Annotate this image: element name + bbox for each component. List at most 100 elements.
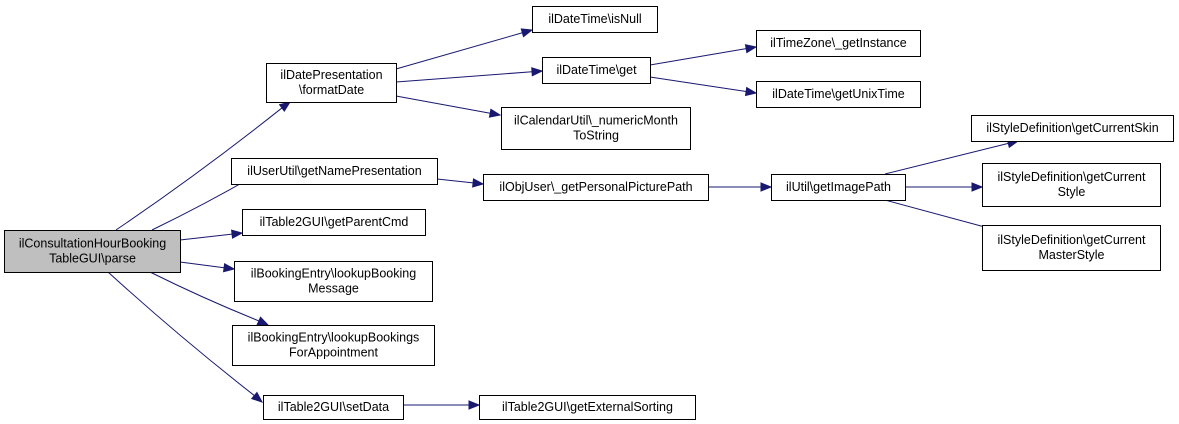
node-formatDate[interactable]: ilDatePresentation\formatDate [266,63,397,103]
arrowhead [231,229,244,239]
node-label: ToString [573,129,619,143]
node-label: ilBookingEntry\lookupBooking [251,267,416,281]
node-box[interactable] [231,158,438,185]
arrowhead [468,400,481,410]
node-box[interactable] [982,225,1161,271]
edge-line [179,261,225,269]
node-label: ilUtil\getImagePath [786,180,891,194]
arrowhead [744,86,758,97]
node-getParentCmd[interactable]: ilTable2GUI\getParentCmd [242,209,426,236]
arrowhead [222,262,236,273]
arrowhead [488,108,502,118]
node-getImagePath[interactable]: ilUtil\getImagePath [771,174,906,201]
edge-line [115,107,283,231]
arrowhead [520,28,534,38]
node-box[interactable] [263,395,404,420]
node-label: Style [1058,185,1086,199]
node-label: ilUserUtil\getNamePresentation [247,164,421,178]
arrowhead [256,316,270,326]
edge-line [395,95,491,114]
node-box[interactable] [542,57,651,84]
node-label: ilDatePresentation [280,68,382,82]
node-label: ilDateTime\getUnixTime [772,87,904,101]
node-setData[interactable]: ilTable2GUI\setData [263,395,404,420]
node-isNull[interactable]: ilDateTime\isNull [532,6,658,33]
edge-formatDate-to-dtGet [395,67,544,83]
node-box[interactable] [771,174,906,201]
edge-formatDate-to-isNull [395,28,534,70]
node-label: ilStyleDefinition\getCurrent [998,233,1147,247]
node-box[interactable] [532,6,658,33]
arrowhead [250,391,264,403]
edge-line [149,271,260,322]
node-label: ilConsultationHourBooking [19,237,166,251]
node-label: ilStyleDefinition\getCurrentSkin [986,121,1158,135]
node-label: ilTable2GUI\getParentCmd [260,215,409,229]
arrowhead [760,182,773,192]
node-box[interactable] [982,163,1161,207]
edge-personalPicture-to-getImagePath [707,182,773,192]
node-box[interactable] [501,107,691,150]
edge-line [884,142,1009,175]
edge-root-to-lookupBookingsForAppointment [149,271,270,326]
edge-getImagePath-to-currentStyle [904,182,984,192]
node-box[interactable] [4,230,181,273]
edge-line [649,76,747,93]
edge-getNamePresentation-to-personalPicture [436,178,485,188]
node-externalSorting[interactable]: ilTable2GUI\getExternalSorting [479,395,696,420]
edge-line [436,178,474,184]
node-box[interactable] [756,81,921,108]
node-box[interactable] [242,209,426,236]
node-label: Message [308,282,359,296]
node-box[interactable] [756,30,921,57]
edge-line [649,48,747,66]
node-box[interactable] [232,325,435,366]
node-label: ForAppointment [289,346,378,360]
node-getNamePresentation[interactable]: ilUserUtil\getNamePresentation [231,158,438,185]
edge-formatDate-to-numericMonth [395,95,502,118]
arrowhead [278,101,292,113]
node-box[interactable] [234,261,433,302]
node-label: MasterStyle [1039,248,1105,262]
node-label: ilStyleDefinition\getCurrent [998,170,1147,184]
node-box[interactable] [971,115,1174,142]
node-personalPicture[interactable]: ilObjUser\_getPersonalPicturePath [483,174,709,201]
node-label: ilDateTime\isNull [548,12,641,26]
node-getInstance[interactable]: ilTimeZone\_getInstance [756,30,921,57]
node-lookupBookingsForAppointment[interactable]: ilBookingEntry\lookupBookingsForAppointm… [232,325,435,366]
nodes-layer: ilConsultationHourBookingTableGUI\parsei… [4,6,1174,420]
node-box[interactable] [266,63,397,103]
node-dtGet[interactable]: ilDateTime\get [542,57,651,84]
edge-dtGet-to-getUnixTime [649,76,758,97]
node-getUnixTime[interactable]: ilDateTime\getUnixTime [756,81,921,108]
edge-dtGet-to-getInstance [649,44,758,66]
arrowhead [472,178,485,188]
node-label: ilTable2GUI\getExternalSorting [502,400,673,414]
node-label: ilTimeZone\_getInstance [770,36,906,50]
node-label: ilDateTime\get [556,63,637,77]
edge-root-to-getParentCmd [179,229,244,241]
node-box[interactable] [483,174,709,201]
node-label: \formatDate [299,83,364,97]
node-currentSkin[interactable]: ilStyleDefinition\getCurrentSkin [971,115,1174,142]
node-label: ilObjUser\_getPersonalPicturePath [499,180,692,194]
edge-root-to-setData [107,271,264,403]
node-box[interactable] [479,395,696,420]
node-label: ilBookingEntry\lookupBookings [248,331,420,345]
node-label: TableGUI\parse [49,252,136,266]
edge-line [395,32,523,70]
edge-line [395,71,533,83]
arrowhead [531,67,544,77]
edge-line [179,233,233,241]
node-label: ilTable2GUI\setData [278,400,389,414]
arrowhead [744,44,758,54]
edge-line [107,271,255,396]
arrowhead [971,182,984,192]
edge-root-to-lookupBookingMessage [179,261,236,273]
